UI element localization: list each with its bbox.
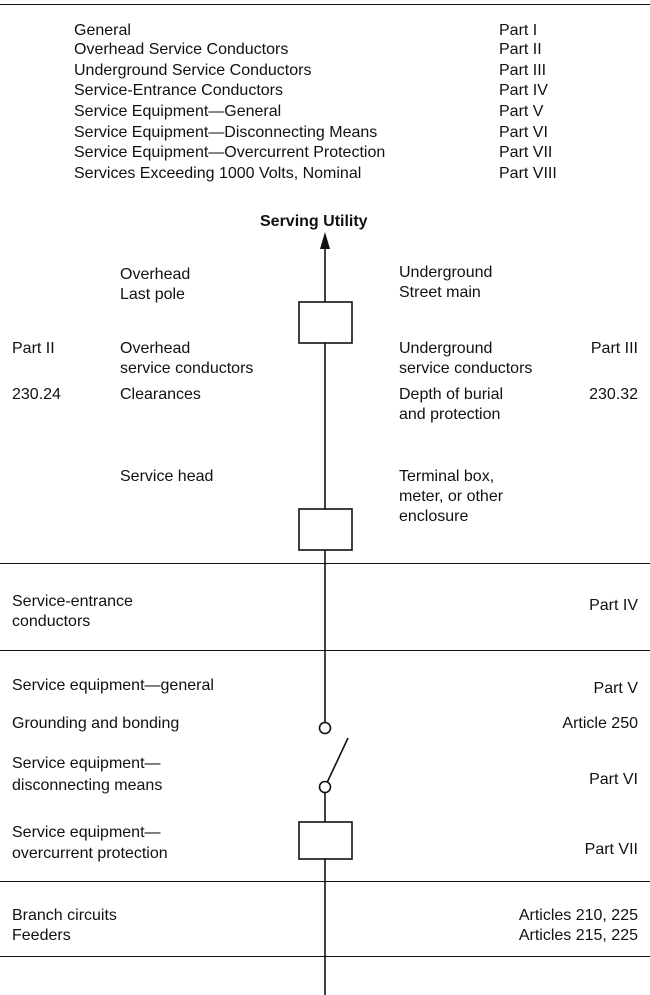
overhead-part-label: Part II [12, 340, 55, 357]
underground-conductors-label: service conductors [399, 360, 533, 377]
last-pole-label: Last pole [120, 286, 185, 303]
parts-row-name: General [74, 22, 131, 39]
equipment-general-part: Part V [593, 680, 638, 697]
parts-row-part: Part III [499, 62, 547, 79]
overcurrent-part: Part VII [584, 841, 638, 858]
parts-row-part: Part VII [499, 144, 553, 161]
underground-part-label: Part III [590, 340, 638, 357]
parts-row-name: Service Equipment—Disconnecting Means [74, 124, 378, 141]
top-rule [0, 4, 650, 5]
serving-utility-title: Serving Utility [260, 213, 368, 230]
parts-row-name: Service-Entrance Conductors [74, 82, 283, 99]
parts-row-part: Part VI [499, 124, 548, 141]
parts-row-name: Service Equipment—General [74, 103, 282, 120]
parts-row-part: Part IV [499, 82, 548, 99]
equipment-general-label: Service equipment—general [12, 677, 214, 694]
disconnecting-label: disconnecting means [12, 777, 163, 794]
service-entrance-label: conductors [12, 613, 91, 630]
service-head-label: Service head [120, 468, 214, 485]
underground-conductors-label: Underground [399, 340, 493, 357]
enclosure-box [298, 508, 353, 551]
parts-row-name: Services Exceeding 1000 Volts, Nominal [74, 165, 362, 182]
overhead-conductors-label: Overhead [120, 340, 191, 357]
terminal-box-label: enclosure [399, 508, 469, 525]
street-main-label: Street main [399, 284, 481, 301]
clearances-label: Clearances [120, 386, 201, 403]
parts-row-part: Part VIII [499, 165, 557, 182]
underground-section-label: 230.32 [589, 386, 638, 403]
depth-label: and protection [399, 406, 501, 423]
branch-circuits-ref: Articles 210, 225 [518, 907, 638, 924]
overhead-section-label: 230.24 [12, 386, 61, 403]
overcurrent-box [298, 821, 353, 860]
disconnecting-part: Part VI [589, 771, 638, 788]
grounding-ref: Article 250 [562, 715, 638, 732]
underground-label: Underground [399, 264, 493, 281]
overcurrent-label: Service equipment— [12, 824, 161, 841]
service-entrance-part: Part IV [589, 597, 638, 614]
parts-row-name: Overhead Service Conductors [74, 41, 289, 58]
parts-row-name: Underground Service Conductors [74, 62, 312, 79]
parts-row-name: Service Equipment—Overcurrent Protection [74, 144, 386, 161]
terminal-box-label: meter, or other [399, 488, 504, 505]
parts-row-part: Part V [499, 103, 544, 120]
switch-pivot-icon [318, 780, 332, 794]
arrow-up-icon [320, 232, 330, 249]
overcurrent-label: overcurrent protection [12, 845, 168, 862]
feeders-ref: Articles 215, 225 [518, 927, 638, 944]
branch-circuits-label: Branch circuits [12, 907, 117, 924]
service-entrance-label: Service-entrance [12, 593, 133, 610]
parts-row-part: Part I [499, 22, 538, 39]
depth-label: Depth of burial [399, 386, 504, 403]
terminal-box-label: Terminal box, [399, 468, 495, 485]
overhead-label: Overhead [120, 266, 191, 283]
parts-row-part: Part II [499, 41, 542, 58]
feeders-label: Feeders [12, 927, 71, 944]
disconnect-switch-icon [324, 737, 349, 788]
grounding-terminal-icon [318, 721, 332, 735]
service-drop-box [298, 301, 353, 344]
grounding-label: Grounding and bonding [12, 715, 180, 732]
overhead-conductors-label: service conductors [120, 360, 254, 377]
disconnecting-label: Service equipment— [12, 755, 161, 772]
